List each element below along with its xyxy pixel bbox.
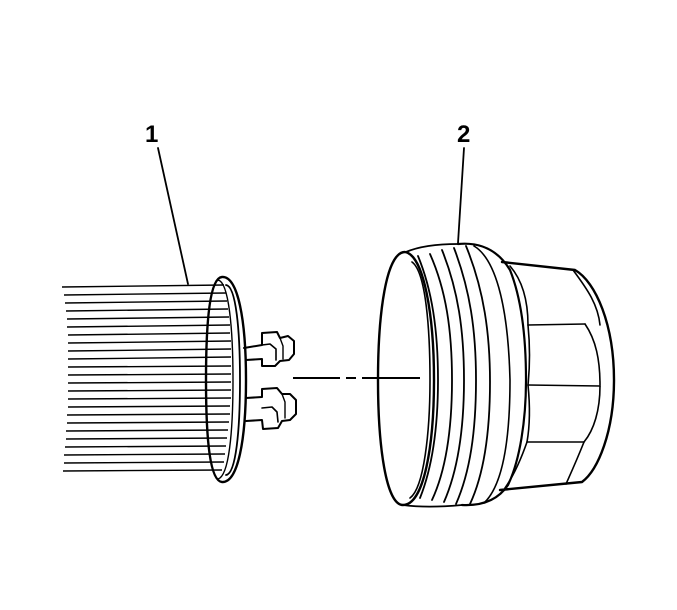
cap-threads: [402, 243, 491, 508]
cap-body-outline: [498, 260, 616, 492]
callout-2-label: 2: [457, 121, 470, 148]
filter-element-part: [61, 147, 297, 484]
filter-pleats: [61, 284, 232, 472]
filter-upper-tab: [243, 331, 295, 367]
filter-end-cap-inner: [225, 284, 241, 476]
callout-1-leader: [157, 147, 189, 285]
filter-end-cap-outer: [204, 275, 248, 484]
oil-filter-cap-part: [376, 147, 616, 508]
cap-front-face: [376, 250, 436, 507]
cap-flange: [456, 242, 528, 507]
callout-2-leader: [457, 147, 465, 244]
filter-lower-tab: [245, 387, 297, 430]
callout-1-label: 1: [145, 121, 158, 148]
